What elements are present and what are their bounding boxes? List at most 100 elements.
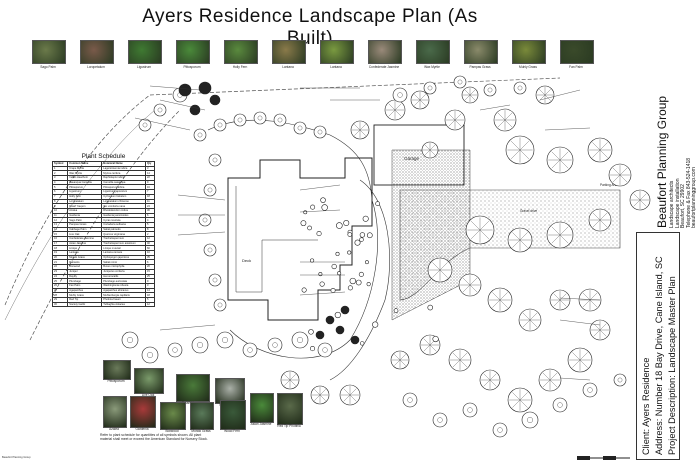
plant-symbol xyxy=(343,220,350,227)
north-arrow-scale xyxy=(577,456,630,460)
plant-symbol xyxy=(483,83,497,97)
plant-photo-caption: Sago Palm xyxy=(40,65,56,69)
plant-symbol xyxy=(267,337,283,353)
driveway-label: Gravel drive xyxy=(520,209,537,213)
plant-symbol xyxy=(339,384,361,406)
plant-photo-thumbnail xyxy=(160,402,186,430)
plant-symbol xyxy=(372,321,379,328)
plant-photo-caption: Holly Fern xyxy=(232,65,248,69)
schedule-cell: Tulbaghia violacea xyxy=(101,301,146,308)
schedule-cell: 30 xyxy=(51,301,69,308)
plant-photo-thumbnail xyxy=(128,40,162,64)
plant-symbol xyxy=(448,348,472,372)
plant-photo-thumbnail xyxy=(250,393,274,423)
plant-photo-thumbnail xyxy=(220,400,246,430)
plant-symbol xyxy=(461,86,479,104)
plant-symbol xyxy=(444,109,466,131)
callout-leader xyxy=(299,291,346,296)
plant-photo-caption: Confederate Jasmine xyxy=(368,65,400,69)
plant-photo-thumbnail xyxy=(190,402,214,430)
plant-symbol xyxy=(301,287,307,293)
plant-symbol xyxy=(392,87,408,103)
plant-symbol xyxy=(331,263,337,270)
house-footprint xyxy=(227,157,373,321)
plant-symbol xyxy=(518,308,542,332)
plant-photo-caption: Pampas Grass xyxy=(469,65,491,69)
callout-leader xyxy=(299,209,341,213)
client-title-block: Client: Ayers Residence Address: Number … xyxy=(636,232,680,460)
plant-symbol xyxy=(549,289,571,311)
plant-photo-thumbnail xyxy=(215,378,245,404)
plant-photo-caption: Asian Jasmine xyxy=(250,422,272,426)
plant-photo-thumbnail xyxy=(130,396,156,428)
plant-photo-caption: Mondo Grass xyxy=(191,429,211,433)
plant-symbol xyxy=(293,121,307,135)
plant-symbol xyxy=(121,331,139,349)
plant-symbol xyxy=(349,277,356,285)
plant-photo-thumbnail xyxy=(368,40,402,64)
plant-symbol xyxy=(309,346,316,352)
plant-symbol xyxy=(203,183,217,197)
plant-symbol xyxy=(366,282,371,287)
plant-symbol xyxy=(629,189,651,211)
plant-symbol xyxy=(589,319,611,341)
plant-photo-thumbnail xyxy=(224,40,258,64)
plant-symbol xyxy=(458,273,482,297)
plant-photo-thumbnail xyxy=(32,40,66,64)
plant-symbol xyxy=(303,210,308,215)
plant-symbol xyxy=(209,94,221,106)
plant-symbol xyxy=(335,251,340,256)
plant-symbol xyxy=(347,250,352,255)
plant-callouts xyxy=(134,85,601,381)
plant-photo-thumbnail xyxy=(176,40,210,64)
plant-symbol xyxy=(273,113,287,127)
plant-symbol xyxy=(358,271,364,277)
plant-photo-thumbnail xyxy=(560,40,594,64)
plant-photo-caption: Azalea xyxy=(109,427,119,431)
plant-symbol xyxy=(582,382,598,398)
plant-photo-thumbnail xyxy=(176,374,210,402)
plant-symbol xyxy=(355,279,362,286)
plant-photo-caption: Boxwood xyxy=(165,429,179,433)
plant-symbol xyxy=(505,135,535,165)
plant-photo-caption: Wax Myrtle xyxy=(424,65,440,69)
callout-leader xyxy=(134,117,191,131)
plant-symbol xyxy=(253,111,267,125)
deck-label: Deck xyxy=(242,258,251,263)
plant-symbol xyxy=(208,153,222,167)
plant-symbol xyxy=(347,285,353,291)
plant-symbol xyxy=(213,298,227,312)
parking-gravel xyxy=(391,149,471,321)
plant-photo-caption: Fan Palm xyxy=(569,65,583,69)
plant-symbol xyxy=(203,243,217,257)
planting-bed-outline xyxy=(329,179,390,381)
plant-symbol xyxy=(291,331,309,349)
plant-symbol xyxy=(375,201,380,206)
plant-photo-caption: Live Oak xyxy=(141,393,155,397)
plant-symbol xyxy=(402,392,418,408)
callout-leader xyxy=(149,85,201,91)
plant-symbol xyxy=(521,411,539,429)
callout-leader xyxy=(159,324,216,331)
plant-symbol xyxy=(321,204,328,211)
plant-symbol xyxy=(552,397,568,413)
plant-photo-thumbnail xyxy=(512,40,546,64)
plant-symbol xyxy=(393,308,399,313)
plant-symbol xyxy=(300,220,307,227)
plant-photo-caption: Loropetalum xyxy=(87,65,105,69)
plan-note: Refer to plant schedule for quantities o… xyxy=(100,433,208,441)
project-description: Project Description: Landscape Master Pl… xyxy=(667,276,677,455)
plant-symbol xyxy=(432,335,439,343)
plant-symbol xyxy=(360,341,365,346)
plant-photo-thumbnail xyxy=(80,40,114,64)
plant-symbol xyxy=(423,81,437,95)
plant-symbol xyxy=(317,342,333,358)
plant-symbol xyxy=(487,287,513,313)
plant-symbol xyxy=(337,271,342,276)
callout-leader xyxy=(559,297,601,301)
plant-symbol xyxy=(350,335,360,345)
callout-leader xyxy=(177,194,226,201)
